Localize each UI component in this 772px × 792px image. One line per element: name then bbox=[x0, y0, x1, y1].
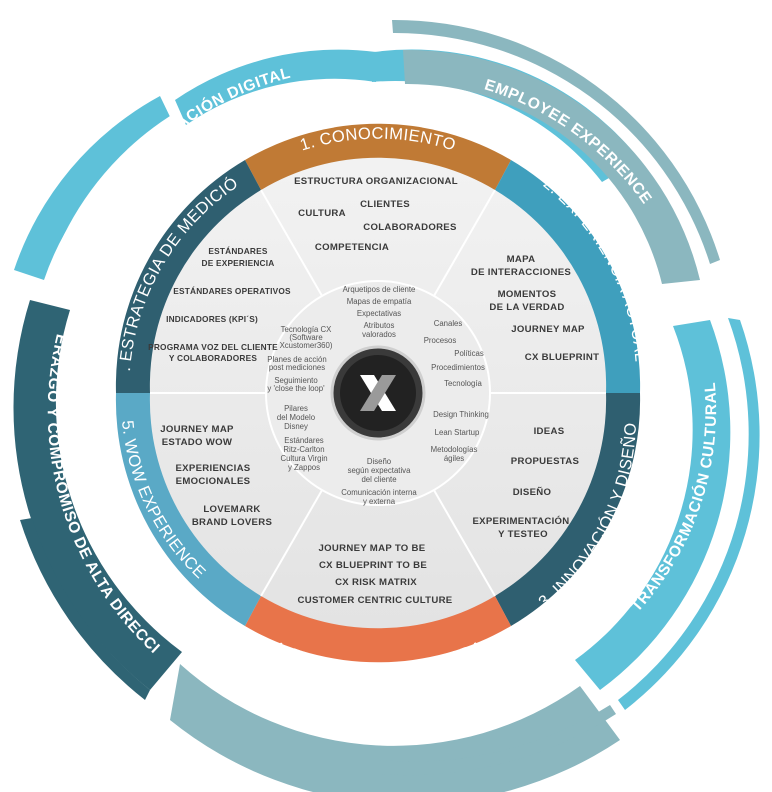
inner-items-5: Pilares del Modelo Disney Estándares Rit… bbox=[277, 404, 328, 472]
list-item: Planes de acción bbox=[267, 355, 326, 364]
segment-4-band bbox=[245, 596, 511, 663]
list-item: CX BLUEPRINT TO BE bbox=[319, 560, 427, 571]
list-item: MAPA bbox=[507, 254, 536, 265]
list-item: ESTÁNDARES bbox=[208, 246, 267, 256]
list-item: Canales bbox=[434, 319, 463, 328]
list-item: Y TESTEO bbox=[498, 529, 548, 540]
list-item: y externa bbox=[363, 497, 396, 506]
list-item: JOURNEY MAP TO BE bbox=[319, 543, 426, 554]
segment-1-items: ESTRUCTURA ORGANIZACIONAL CLIENTES CULTU… bbox=[294, 176, 458, 253]
list-item: DE EXPERIENCIA bbox=[202, 258, 275, 268]
segment-4-items: JOURNEY MAP TO BE CX BLUEPRINT TO BE CX … bbox=[297, 543, 452, 606]
list-item: COMPETENCIA bbox=[315, 242, 389, 253]
inner-items-2: Canales Procesos Políticas Procedimiento… bbox=[424, 319, 485, 388]
list-item: DISEÑO bbox=[513, 487, 552, 498]
list-item: PROPUESTAS bbox=[511, 456, 580, 467]
list-item: del Modelo bbox=[277, 413, 316, 422]
list-item: Y COLABORADORES bbox=[169, 353, 257, 363]
outer-bands bbox=[13, 19, 760, 792]
list-item: ágiles bbox=[444, 454, 464, 463]
list-item: Procedimientos bbox=[431, 363, 485, 372]
list-item: EXPERIENCIAS bbox=[175, 463, 250, 474]
list-item: Metodologías bbox=[431, 445, 478, 454]
list-item: Estándares bbox=[284, 436, 324, 445]
list-item: CUSTOMER CENTRIC CULTURE bbox=[297, 595, 452, 606]
list-item: INDICADORES (KPI´S) bbox=[166, 314, 258, 324]
list-item: MOMENTOS bbox=[498, 289, 557, 300]
segment-6-items: ESTÁNDARES DE EXPERIENCIA ESTÁNDARES OPE… bbox=[148, 246, 291, 363]
list-item: LOVEMARK bbox=[203, 504, 260, 515]
list-item: según expectativa bbox=[348, 466, 412, 475]
list-item: COLABORADORES bbox=[363, 222, 457, 233]
list-item: y 'close the loop' bbox=[267, 384, 325, 393]
list-item: Seguimiento bbox=[274, 376, 318, 385]
list-item: Disney bbox=[284, 422, 308, 431]
segment-1-band bbox=[245, 123, 511, 190]
list-item: Cultura Virgin bbox=[280, 454, 327, 463]
list-item: Diseño bbox=[367, 457, 392, 466]
list-item: Expectativas bbox=[357, 309, 401, 318]
list-item: post mediciones bbox=[269, 363, 325, 372]
list-item: DE LA VERDAD bbox=[489, 302, 564, 313]
list-item: (Software bbox=[289, 333, 322, 342]
x-logo-icon bbox=[360, 375, 396, 411]
list-item: ESTÁNDARES OPERATIVOS bbox=[173, 286, 291, 296]
segment-3-items: IDEAS PROPUESTAS DISEÑO EXPERIMENTACIÓN … bbox=[472, 426, 579, 540]
list-item: Atributos bbox=[364, 321, 395, 330]
segment-6-band bbox=[115, 160, 262, 393]
list-item: CLIENTES bbox=[360, 199, 410, 210]
list-item: y Zappos bbox=[288, 463, 320, 472]
list-item: Comunicación interna bbox=[341, 488, 417, 497]
list-item: Procesos bbox=[424, 336, 457, 345]
list-item: ESTRUCTURA ORGANIZACIONAL bbox=[294, 176, 458, 187]
list-item: JOURNEY MAP bbox=[511, 324, 585, 335]
list-item: CX BLUEPRINT bbox=[525, 352, 600, 363]
wheel bbox=[95, 110, 661, 676]
list-item: IDEAS bbox=[534, 426, 565, 437]
list-item: EXPERIMENTACIÓN bbox=[472, 515, 569, 527]
list-item: Tecnología bbox=[444, 379, 482, 388]
list-item: Pilares bbox=[284, 404, 308, 413]
list-item: CULTURA bbox=[298, 208, 346, 219]
inner-items-3: Design Thinking Lean Startup Metodología… bbox=[431, 410, 489, 463]
list-item: Arquetipos de cliente bbox=[343, 285, 416, 294]
segment-2-band bbox=[495, 160, 641, 393]
list-item: ESTADO WOW bbox=[162, 437, 233, 448]
list-item: DE INTERACCIONES bbox=[471, 267, 572, 278]
segment-5-band bbox=[115, 393, 261, 626]
list-item: JOURNEY MAP bbox=[160, 424, 234, 435]
list-item: Tecnología CX bbox=[281, 325, 333, 334]
list-item: Lean Startup bbox=[435, 428, 480, 437]
list-item: BRAND LOVERS bbox=[192, 517, 273, 528]
inner-items-1: Arquetipos de cliente Mapas de empatía E… bbox=[343, 285, 416, 339]
list-item: Políticas bbox=[454, 349, 484, 358]
label-rentabilidad: RENTABILIDAD DEL CX bbox=[286, 709, 473, 726]
list-item: Ritz-Carlton bbox=[283, 445, 324, 454]
list-item: EMOCIONALES bbox=[176, 476, 251, 487]
segment-5-items: JOURNEY MAP ESTADO WOW EXPERIENCIAS EMOC… bbox=[160, 424, 272, 528]
list-item: CX RISK MATRIX bbox=[335, 577, 417, 588]
list-item: PROGRAMA VOZ DEL CLIENTE bbox=[148, 342, 278, 352]
inner-items-6: Tecnología CX (Software Xcustomer360) Pl… bbox=[267, 325, 333, 393]
list-item: del cliente bbox=[361, 475, 396, 484]
segment-2-items: MAPA DE INTERACCIONES MOMENTOS DE LA VER… bbox=[471, 254, 599, 363]
list-item: Xcustomer360) bbox=[280, 341, 333, 350]
list-item: valorados bbox=[362, 330, 396, 339]
list-item: Mapas de empatía bbox=[347, 297, 412, 306]
list-item: Design Thinking bbox=[433, 410, 489, 419]
inner-items-4: Diseño según expectativa del cliente Com… bbox=[341, 457, 417, 506]
segment-3-band bbox=[495, 393, 641, 626]
